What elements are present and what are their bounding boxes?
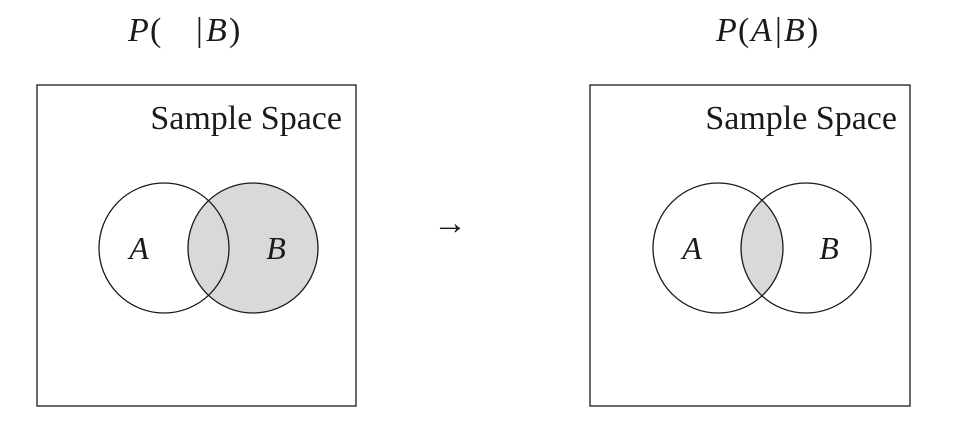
- left-circle-b-label: B: [266, 230, 286, 266]
- transition-arrow: →: [433, 205, 467, 242]
- left-circle-a: [98, 182, 230, 314]
- left-title-close-paren: ): [229, 12, 240, 49]
- left-panel: P ( | B ) Sample Space A B: [36, 12, 357, 407]
- right-title-given: B: [784, 12, 805, 49]
- right-title-event: A: [749, 12, 772, 49]
- right-intersection-fill: [741, 183, 783, 313]
- right-title: P ( A | B ): [715, 12, 818, 49]
- left-sample-space-label: Sample Space: [150, 100, 342, 137]
- right-panel: P ( A | B ) Sample Space A B: [589, 12, 911, 407]
- left-title-bar: |: [196, 12, 203, 49]
- left-title-open-paren: (: [150, 12, 161, 49]
- right-title-open-paren: (: [738, 12, 749, 49]
- right-title-bar: |: [775, 12, 782, 49]
- right-title-close-paren: ): [807, 12, 818, 49]
- right-sample-space-label: Sample Space: [705, 100, 897, 137]
- right-title-p: P: [715, 12, 737, 49]
- left-sample-space-box: [36, 84, 357, 407]
- left-circle-a-label: A: [127, 230, 149, 266]
- right-circle-b: [740, 182, 872, 314]
- right-sample-space-box: [589, 84, 911, 407]
- left-circle-b: [187, 182, 319, 314]
- left-title-given: B: [206, 12, 227, 49]
- left-circle-b-fill: [188, 183, 318, 313]
- right-circle-a-label: A: [680, 230, 702, 266]
- right-circle-b-label: B: [819, 230, 839, 266]
- right-circle-a: [652, 182, 784, 314]
- left-title: P ( | B ): [127, 12, 240, 49]
- left-title-p: P: [127, 12, 149, 49]
